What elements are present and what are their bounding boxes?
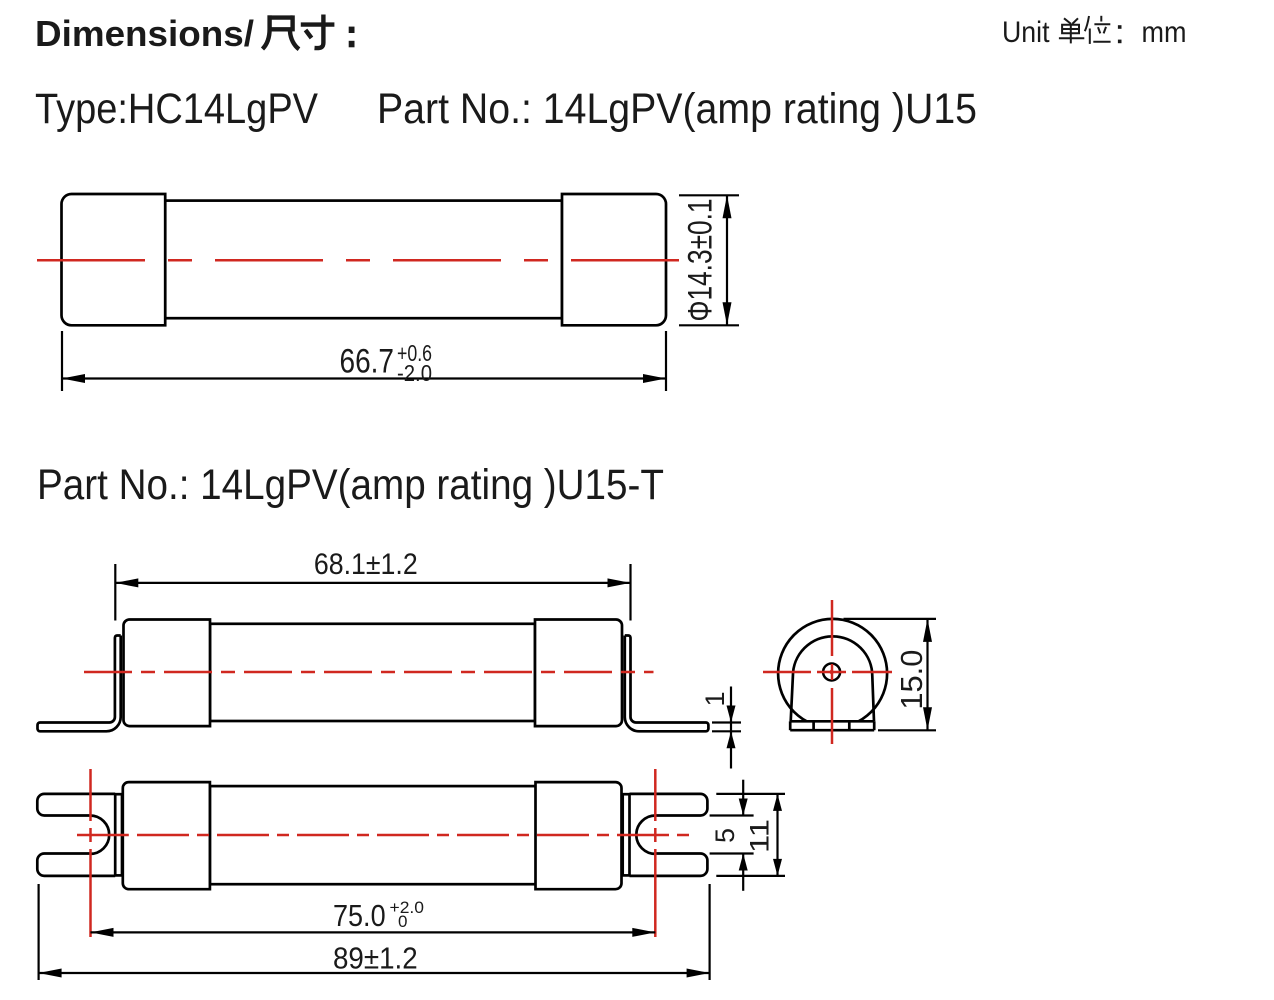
svg-text:+2.0: +2.0 [390, 898, 425, 917]
svg-text:-2.0: -2.0 [397, 360, 432, 386]
svg-text:11: 11 [745, 819, 775, 853]
svg-text:75.0: 75.0 [333, 898, 386, 933]
svg-text:68.1±1.2: 68.1±1.2 [314, 548, 418, 581]
svg-text:66.7: 66.7 [340, 343, 395, 381]
svg-text:5: 5 [710, 828, 740, 843]
svg-text:0: 0 [398, 912, 407, 931]
svg-text:Type:HC14LgPV: Type:HC14LgPV [35, 85, 318, 133]
svg-text:Φ14.3±0.1: Φ14.3±0.1 [682, 199, 720, 322]
svg-text:Unit: Unit [1002, 16, 1050, 49]
svg-text:Part No.: 14LgPV(amp rating )U: Part No.: 14LgPV(amp rating )U15-T [37, 461, 664, 509]
svg-text:Part No.: 14LgPV(amp rating )U: Part No.: 14LgPV(amp rating )U15 [377, 85, 977, 133]
svg-text:mm: mm [1142, 16, 1187, 49]
svg-text:Dimensions/: Dimensions/ [35, 13, 254, 54]
svg-text:89±1.2: 89±1.2 [333, 941, 418, 976]
svg-text:1: 1 [700, 691, 730, 706]
svg-text:15.0: 15.0 [894, 650, 929, 710]
svg-text:+0.6: +0.6 [397, 340, 432, 366]
